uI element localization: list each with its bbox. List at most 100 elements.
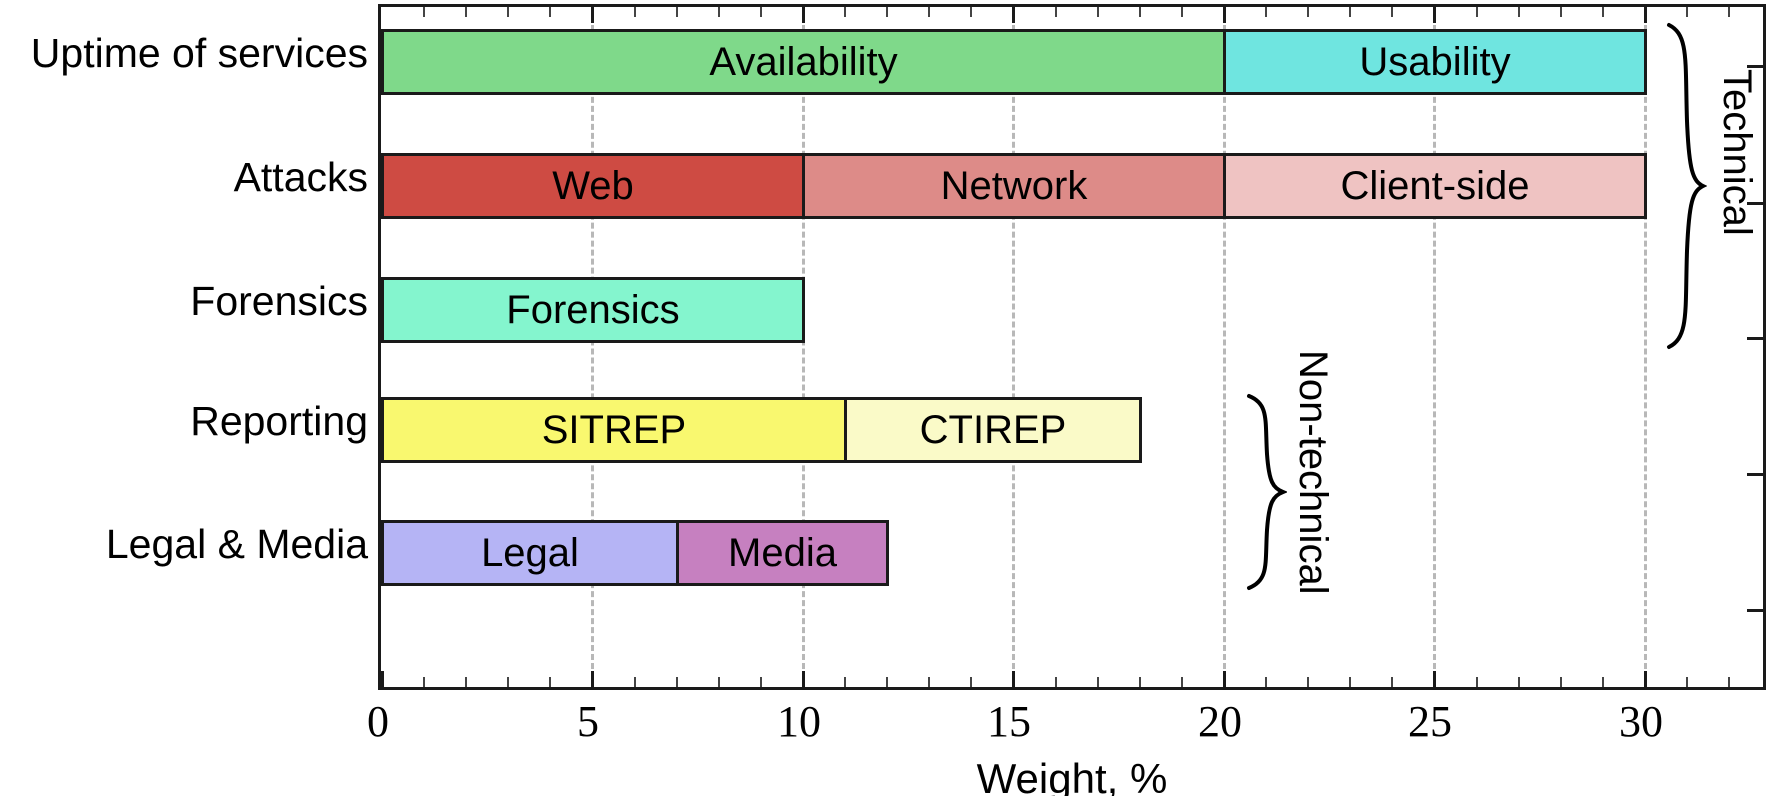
xtick-minor-1 [423, 677, 425, 687]
bar-segment-label-legal: Legal [481, 531, 579, 575]
xtick-top-minor-23 [1349, 7, 1351, 17]
xtick-minor-11 [844, 677, 846, 687]
xtick-label-30: 30 [1619, 697, 1663, 746]
bar-row-reporting: SITREP CTIREP [381, 397, 1142, 463]
bar-segment-label-usability: Usability [1359, 40, 1511, 84]
xtick-minor-19 [1181, 677, 1183, 687]
xtick-label-25: 25 [1408, 697, 1452, 746]
xtick-top-minor-16 [1055, 7, 1057, 17]
xtick-top-minor-7 [676, 7, 678, 17]
xtick-top-10 [802, 7, 805, 23]
xtick-minor-17 [1097, 677, 1099, 687]
xtick-top-minor-18 [1139, 7, 1141, 17]
xtick-top-minor-24 [1391, 7, 1393, 17]
bar-segment-label-network: Network [940, 164, 1088, 208]
xtick-minor-7 [676, 677, 678, 687]
xtick-top-minor-21 [1265, 7, 1267, 17]
gridline-15 [1012, 7, 1015, 687]
y-axis-label-attacks: Attacks [233, 154, 368, 200]
bar-segment-client-side[interactable]: Client-side [1223, 153, 1647, 219]
bar-segment-label-availability: Availability [709, 40, 898, 84]
bar-row-uptime-of-services: Availability Usability [381, 29, 1647, 95]
bar-segment-media[interactable]: Media [676, 520, 889, 586]
xtick-top-15 [1012, 7, 1015, 23]
xtick-minor-27 [1518, 677, 1520, 687]
xtick-30 [1644, 671, 1647, 687]
xtick-minor-4 [549, 677, 551, 687]
xtick-top-minor-26 [1476, 7, 1478, 17]
non-technical-group-label: Non-technical [1291, 350, 1335, 595]
y-axis-label-uptime-of-services: Uptime of services [30, 30, 368, 76]
bar-segment-label-media: Media [728, 531, 837, 575]
xtick-top-30 [1644, 7, 1647, 23]
xtick-top-minor-9 [760, 7, 762, 17]
gridline-30 [1644, 7, 1647, 687]
bar-segment-usability[interactable]: Usability [1223, 29, 1647, 95]
ytick-right-5 [1747, 609, 1763, 612]
xtick-minor-3 [507, 677, 509, 687]
xtick-top-minor-6 [634, 7, 636, 17]
bar-row-attacks: Web Network Client-side [381, 153, 1647, 219]
xtick-top-20 [1223, 7, 1226, 23]
xtick-minor-31 [1686, 677, 1688, 687]
xtick-top-minor-3 [507, 7, 509, 17]
ytick-right-1 [1747, 65, 1763, 68]
xtick-minor-9 [760, 677, 762, 687]
ytick-right-2 [1747, 202, 1763, 205]
gridline-10 [802, 7, 805, 687]
xtick-top-5 [591, 7, 594, 23]
xtick-top-minor-13 [928, 7, 930, 17]
xtick-top-minor-27 [1518, 7, 1520, 17]
xtick-label-0: 0 [367, 697, 389, 746]
bar-segment-label-client-side: Client-side [1340, 164, 1530, 208]
bar-segment-availability[interactable]: Availability [381, 29, 1226, 95]
bar-row-legal-and-media: Legal Media [381, 520, 889, 586]
xtick-minor-13 [928, 677, 930, 687]
bar-segment-forensics[interactable]: Forensics [381, 277, 805, 343]
xtick-top-minor-17 [1097, 7, 1099, 17]
x-axis-title: Weight, % [976, 755, 1168, 796]
xtick-top-minor-1 [423, 7, 425, 17]
xtick-top-minor-32 [1728, 7, 1730, 17]
bar-segment-network[interactable]: Network [802, 153, 1226, 219]
xtick-label-15: 15 [987, 697, 1031, 746]
xtick-top-minor-2 [465, 7, 467, 17]
xtick-minor-32 [1728, 677, 1730, 687]
xtick-minor-16 [1055, 677, 1057, 687]
xtick-label-20: 20 [1198, 697, 1242, 746]
ytick-right-4 [1747, 473, 1763, 476]
xtick-5 [591, 671, 594, 687]
technical-group-label: Technical [1715, 69, 1759, 236]
xtick-top-minor-14 [970, 7, 972, 17]
gridline-20 [1223, 7, 1226, 687]
bar-segment-label-ctirep: CTIREP [919, 408, 1067, 452]
bar-row-forensics: Forensics [381, 277, 805, 343]
xtick-minor-29 [1602, 677, 1604, 687]
xtick-label-10: 10 [777, 697, 821, 746]
bar-segment-web[interactable]: Web [381, 153, 805, 219]
xtick-top-minor-8 [718, 7, 720, 17]
xtick-label-5: 5 [577, 697, 599, 746]
bar-segment-ctirep[interactable]: CTIREP [844, 397, 1142, 463]
non-technical-brace [1247, 394, 1287, 590]
bar-segment-legal[interactable]: Legal [381, 520, 679, 586]
xtick-top-minor-22 [1307, 7, 1309, 17]
xtick-minor-21 [1265, 677, 1267, 687]
bar-segment-sitrep[interactable]: SITREP [381, 397, 847, 463]
xtick-10 [802, 671, 805, 687]
xtick-25 [1433, 671, 1436, 687]
xtick-minor-26 [1476, 677, 1478, 687]
xtick-minor-8 [718, 677, 720, 687]
xtick-minor-6 [634, 677, 636, 687]
y-axis-label-legal-and-media: Legal & Media [105, 521, 368, 567]
xtick-minor-12 [886, 677, 888, 687]
xtick-top-minor-28 [1560, 7, 1562, 17]
xtick-15 [1012, 671, 1015, 687]
xtick-minor-18 [1139, 677, 1141, 687]
technical-brace [1667, 23, 1707, 349]
xtick-minor-22 [1307, 677, 1309, 687]
xtick-minor-23 [1349, 677, 1351, 687]
bar-segment-label-forensics: Forensics [506, 288, 680, 332]
plot-area: Availability Usability Web Network Clien… [378, 4, 1766, 690]
